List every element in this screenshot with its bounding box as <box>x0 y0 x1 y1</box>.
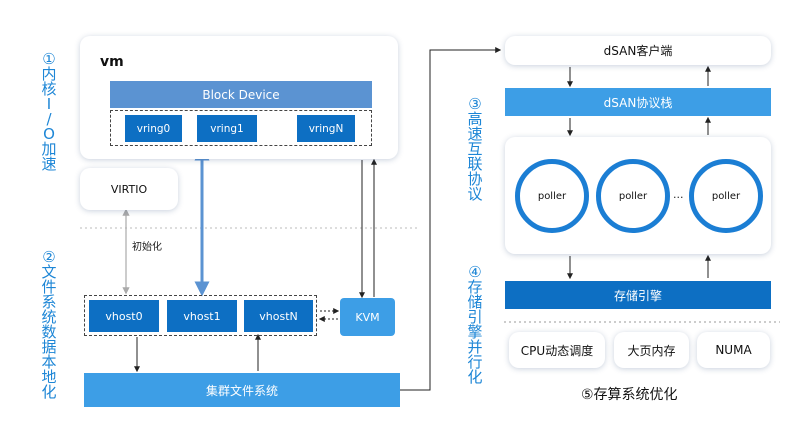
block-device: Block Device <box>110 81 372 108</box>
numa-box: NUMA <box>697 332 770 368</box>
poller-2: poller <box>596 159 670 233</box>
vring-n: vringN <box>297 115 355 142</box>
vring-group <box>110 110 372 146</box>
cpu-scheduling-box: CPU动态调度 <box>509 332 605 368</box>
poller-1: poller <box>515 159 589 233</box>
fs-dsan-arrow <box>400 47 502 391</box>
hugepage-box: 大页内存 <box>614 332 689 368</box>
vhost-1: vhost1 <box>167 300 237 332</box>
init-label: 初始化 <box>132 242 162 253</box>
vring-1: vring1 <box>197 115 257 142</box>
vhost-0: vhost0 <box>89 300 159 332</box>
storage-engine-box: 存储引擎 <box>505 281 771 309</box>
vhost-group <box>84 295 317 336</box>
vring-0: vring0 <box>125 115 182 142</box>
label-compute-storage-opt: ⑤存算系统优化 <box>581 387 678 403</box>
cluster-fs-box: 集群文件系统 <box>84 373 400 407</box>
virtio-box: VIRTIO <box>80 168 178 210</box>
vm-title: vm <box>100 54 124 70</box>
poller-n: poller <box>689 159 763 233</box>
dsan-protocol-box: dSAN协议栈 <box>505 88 771 116</box>
vhost-n: vhostN <box>244 300 313 332</box>
poller-ellipsis: ... <box>673 188 684 201</box>
dsan-client-box: dSAN客户端 <box>505 36 771 65</box>
kvm-box: KVM <box>340 298 395 336</box>
